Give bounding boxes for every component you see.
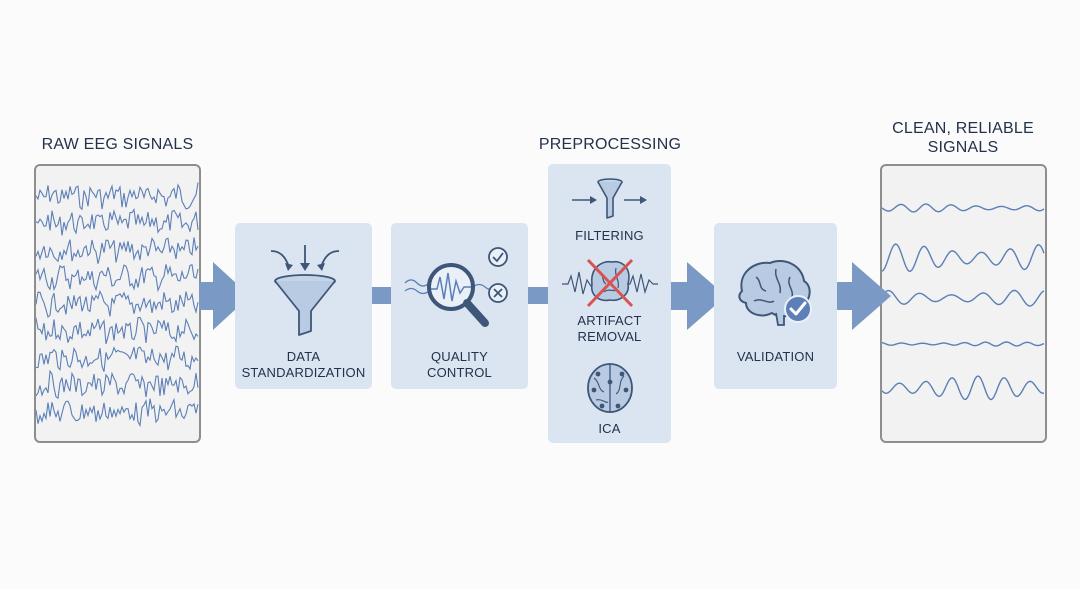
data-standardization-line1: DATA [286,349,321,364]
raw-eeg-trace [36,263,199,293]
clean-eeg-waveforms [882,203,1045,401]
magnifier-icon [404,247,508,327]
arrow-validation-to-clean [837,262,891,330]
quality-control-line2: CONTROL [427,365,492,380]
brain-crossed-icon [562,258,658,308]
clean-signals-panel [880,164,1047,443]
filter-funnel-icon [572,178,647,219]
validation-label: VALIDATION [736,349,815,364]
clean-eeg-trace [882,341,1045,347]
raw-eeg-trace [36,182,199,211]
data-standardization-line2: STANDARDIZATION [241,365,366,380]
preprocessing-group: FILTERING ARTIFACT REMOVAL ICA [548,164,671,443]
artifact-removal-line2: REMOVAL [577,329,642,344]
arrow-preprocessing-to-validation [671,262,726,330]
artifact-removal-line1: ARTIFACT [577,313,642,328]
brain-check-icon [738,260,812,326]
preprocessing-heading: PREPROCESSING [538,136,682,153]
quality-control-step: QUALITY CONTROL [391,223,528,389]
clean-eeg-trace [882,375,1044,401]
connector-standardization-to-quality [372,287,392,304]
data-standardization-label: DATA STANDARDIZATION [235,349,372,381]
arrow-raw-to-standardization [199,262,250,330]
clean-signals-heading: CLEAN, RELIABLE SIGNALS [868,119,1058,157]
data-standardization-step: DATA STANDARDIZATION [235,223,372,389]
head-ica-icon [587,363,633,413]
raw-eeg-waveforms [36,182,199,428]
raw-eeg-trace [36,345,199,372]
quality-control-label: QUALITY CONTROL [391,349,528,381]
raw-eeg-trace [36,207,199,236]
raw-eeg-trace [36,237,199,264]
clean-signals-heading-line2: SIGNALS [927,139,999,156]
clean-eeg-trace [882,243,1045,272]
artifact-removal-label: ARTIFACT REMOVAL [548,313,671,345]
raw-eeg-trace [36,289,199,319]
raw-signals-heading: RAW EEG SIGNALS [41,136,194,153]
clean-signals-heading-line1: CLEAN, RELIABLE [892,120,1034,137]
ica-label: ICA [598,421,621,436]
clean-eeg-trace [882,203,1045,213]
clean-eeg-trace [882,289,1045,307]
connector-quality-to-preprocessing [528,287,548,304]
raw-eeg-trace [36,397,199,428]
funnel-icon [270,245,340,336]
raw-eeg-trace [36,316,199,344]
validation-step: VALIDATION [714,223,837,389]
raw-eeg-trace [36,369,199,400]
quality-control-line1: QUALITY [430,349,489,364]
filtering-label: FILTERING [575,228,644,243]
